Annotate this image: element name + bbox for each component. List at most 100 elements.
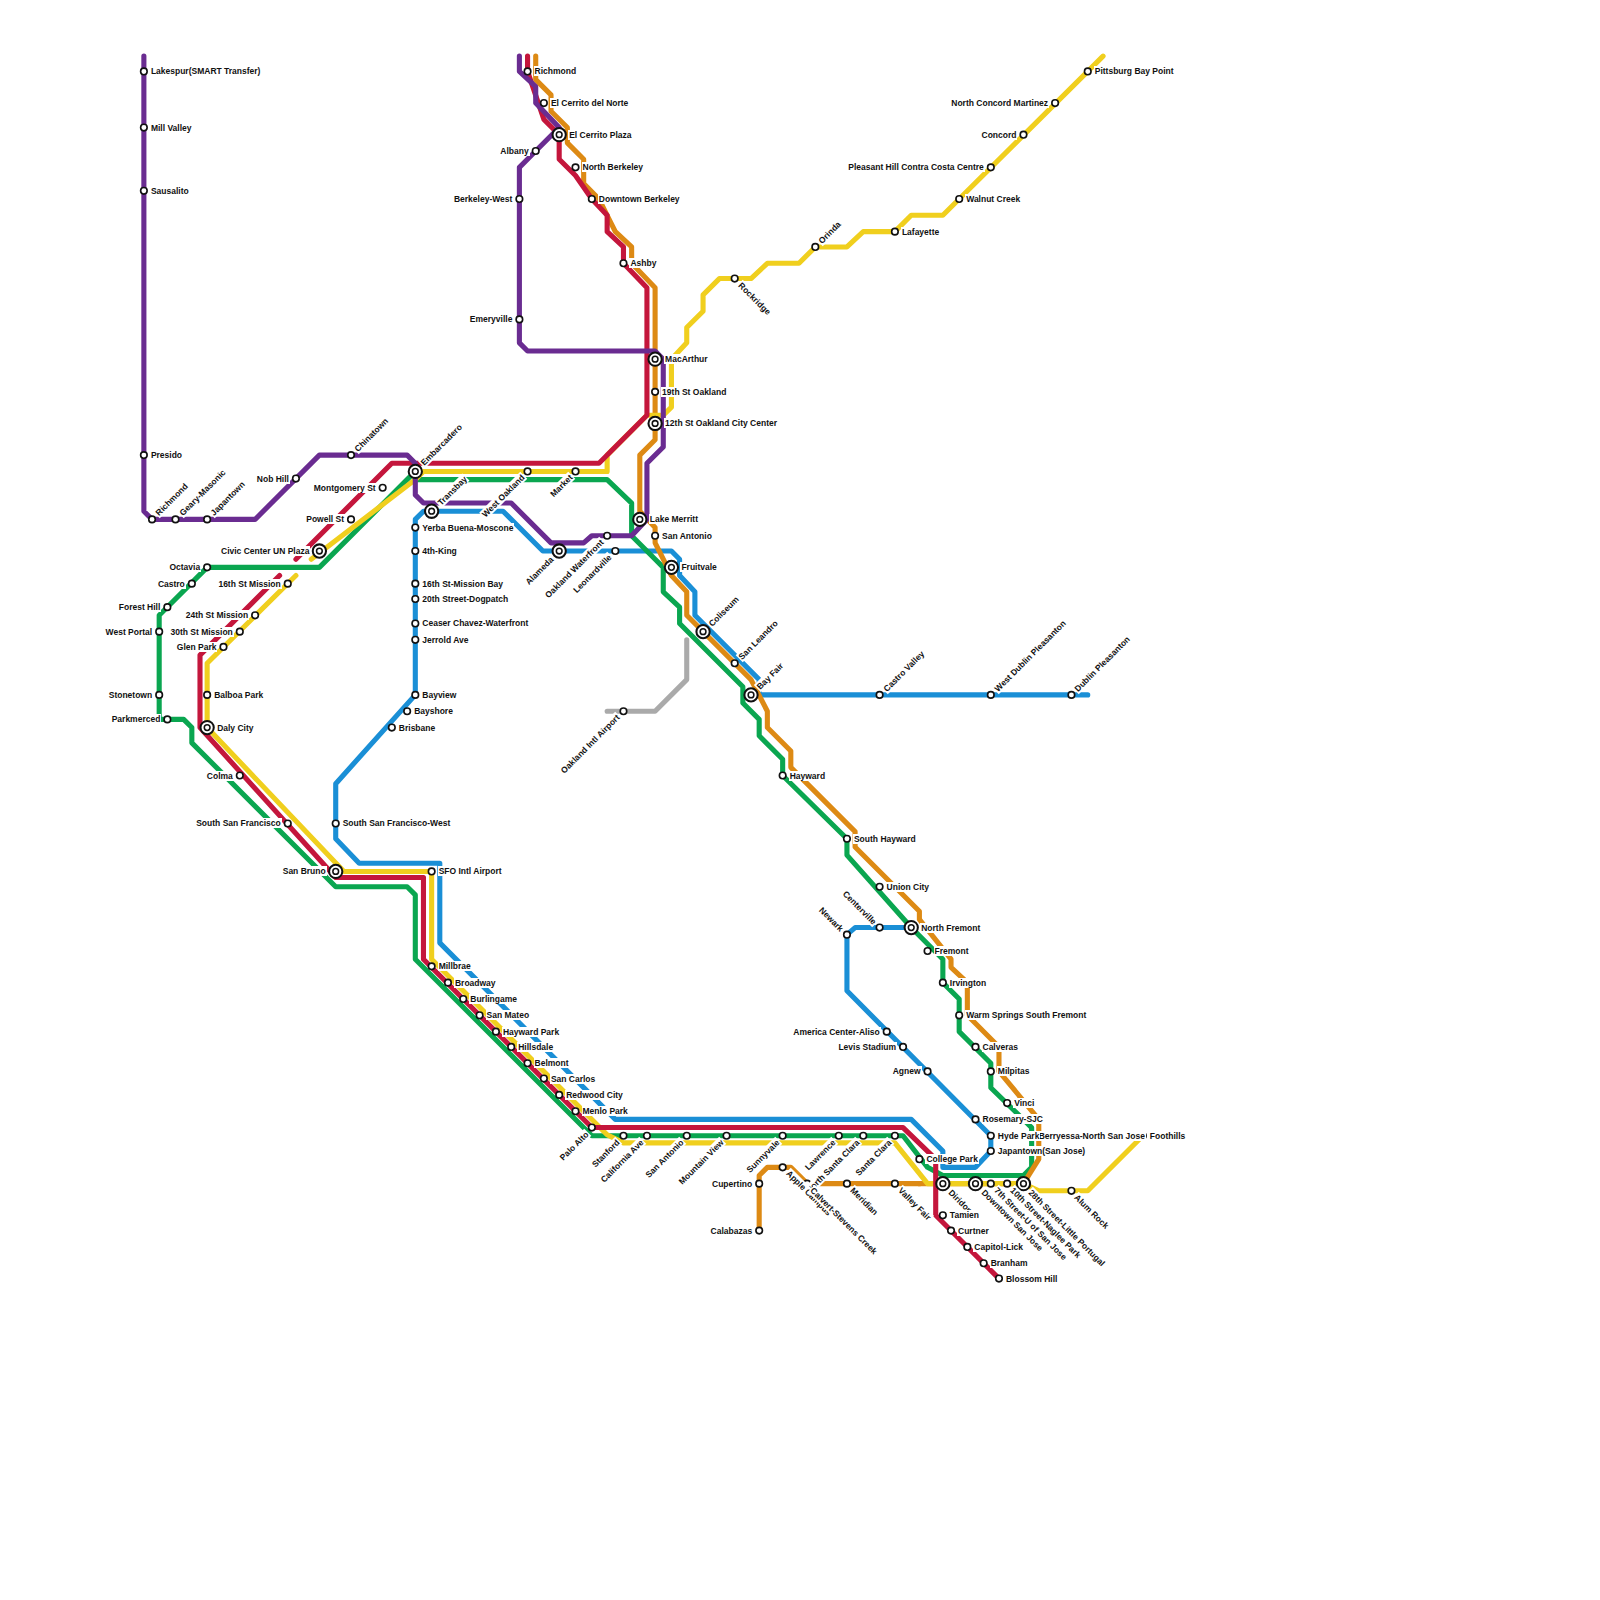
station-label: Lake Merritt: [649, 514, 699, 524]
station-dot: [1004, 1100, 1011, 1107]
station-label: Glen Park: [176, 642, 218, 652]
red-line: [296, 56, 647, 559]
station-dot: [332, 820, 339, 827]
station-dot: [940, 979, 947, 986]
station-label: San Carlos: [550, 1074, 596, 1084]
station-dot: [892, 228, 899, 235]
station-dot: [652, 389, 659, 396]
station-dot: [476, 1012, 483, 1019]
station-dot: [779, 1164, 786, 1171]
station-dot: [876, 883, 883, 890]
station-label: Nob Hill: [256, 474, 290, 484]
station-label: Ceaser Chavez-Waterfront: [421, 618, 529, 628]
station-label: Valley Fair: [896, 1184, 934, 1222]
station-dot: [508, 1044, 515, 1051]
station-dot: [633, 513, 646, 526]
station-label: Balboa Park: [213, 690, 264, 700]
station-dot: [1020, 131, 1027, 138]
station-label: El Cerrito Plaza: [568, 130, 632, 140]
station-label: Agnew: [892, 1066, 922, 1076]
station-label: Alum Rock: [1072, 1192, 1112, 1232]
station-dot: [980, 1260, 987, 1267]
station-dot: [333, 869, 339, 875]
station-dot: [524, 468, 531, 475]
station-dot: [956, 1012, 963, 1019]
station-label: Union City: [886, 882, 931, 892]
station-dot: [1084, 68, 1091, 75]
station-label: Redwood City: [565, 1090, 624, 1100]
station-label: Newark: [816, 904, 846, 934]
station-dot: [237, 772, 244, 779]
station-dot: [723, 1132, 730, 1139]
station-dot: [524, 68, 531, 75]
station-label: Menlo Park: [582, 1106, 629, 1116]
station-dot: [924, 1068, 931, 1075]
station-dot: [700, 629, 706, 635]
station-dot: [204, 564, 211, 571]
yellow-line: [207, 576, 1143, 1191]
station-dot: [748, 692, 754, 698]
station-dot: [1004, 1180, 1011, 1187]
station-label: MacArthur: [664, 354, 709, 364]
station-label: Civic Center UN Plaza: [220, 546, 310, 556]
station-label: Downtown Berkeley: [598, 194, 681, 204]
station-dot: [604, 532, 611, 539]
station-label: Ashby: [629, 258, 657, 268]
station-label: Yerba Buena-Moscone: [421, 523, 514, 533]
station-label: Belmont: [534, 1058, 570, 1068]
station-dot: [313, 544, 326, 557]
station-label: Calvert-Stevens Creek: [808, 1184, 880, 1256]
station-label: Foothills: [1149, 1131, 1186, 1141]
station-dot: [389, 724, 396, 731]
station-label: North Fremont: [920, 923, 981, 933]
station-label: Colma: [206, 771, 234, 781]
station-dot: [988, 692, 995, 699]
blue-line: [415, 511, 1087, 695]
station-dot: [493, 1028, 500, 1035]
station-dot: [428, 963, 435, 970]
station-label: Albany: [499, 146, 529, 156]
station-dot: [876, 924, 883, 931]
station-dot: [964, 1244, 971, 1251]
station-label: Jerrold Ave: [421, 635, 469, 645]
orange-line: [536, 56, 1039, 1184]
station-dot: [516, 316, 523, 323]
station-label: Hayward: [789, 771, 826, 781]
station-dot: [844, 931, 851, 938]
station-label: Vinci: [1013, 1098, 1035, 1108]
station-label: Bayview: [421, 690, 457, 700]
station-dot: [812, 244, 819, 251]
station-dot: [779, 1132, 786, 1139]
station-dot: [883, 1028, 890, 1035]
station-label: Sausalito: [150, 186, 190, 196]
station-dot: [412, 637, 419, 644]
station-label: Powell St: [305, 514, 345, 524]
station-dot: [541, 1075, 548, 1082]
station-label: America Center-Aliso: [792, 1027, 880, 1037]
station-label: Hayward Park: [502, 1027, 560, 1037]
station-label: San Antonio: [661, 531, 713, 541]
station-dot: [425, 505, 438, 518]
station-dot: [164, 604, 171, 611]
station-label: Branham: [990, 1258, 1029, 1268]
station-dot: [556, 132, 562, 138]
station-label: Cupertino: [711, 1179, 753, 1189]
station-label: Pittsburg Bay Point: [1094, 66, 1175, 76]
station-dot: [779, 772, 786, 779]
station-label: College Park: [925, 1154, 979, 1164]
station-label: El Cerrito del Norte: [550, 98, 629, 108]
station-dot: [652, 421, 658, 427]
red-line: [200, 576, 999, 1279]
station-dot: [293, 475, 300, 482]
station-dot: [892, 1180, 899, 1187]
station-label: 12th St Oakland City Center: [664, 418, 778, 428]
station-dot: [1068, 1188, 1075, 1195]
station-label: San Mateo: [486, 1010, 531, 1020]
station-dot: [988, 1180, 995, 1187]
station-label: Montgomery St: [313, 483, 377, 493]
station-label: Calabazas: [710, 1226, 754, 1236]
station-label: Rosemary-SJC: [982, 1114, 1044, 1124]
station-label: 24th St Mission: [185, 610, 249, 620]
station-dot: [844, 1180, 851, 1187]
yellow-line: [311, 56, 1103, 559]
